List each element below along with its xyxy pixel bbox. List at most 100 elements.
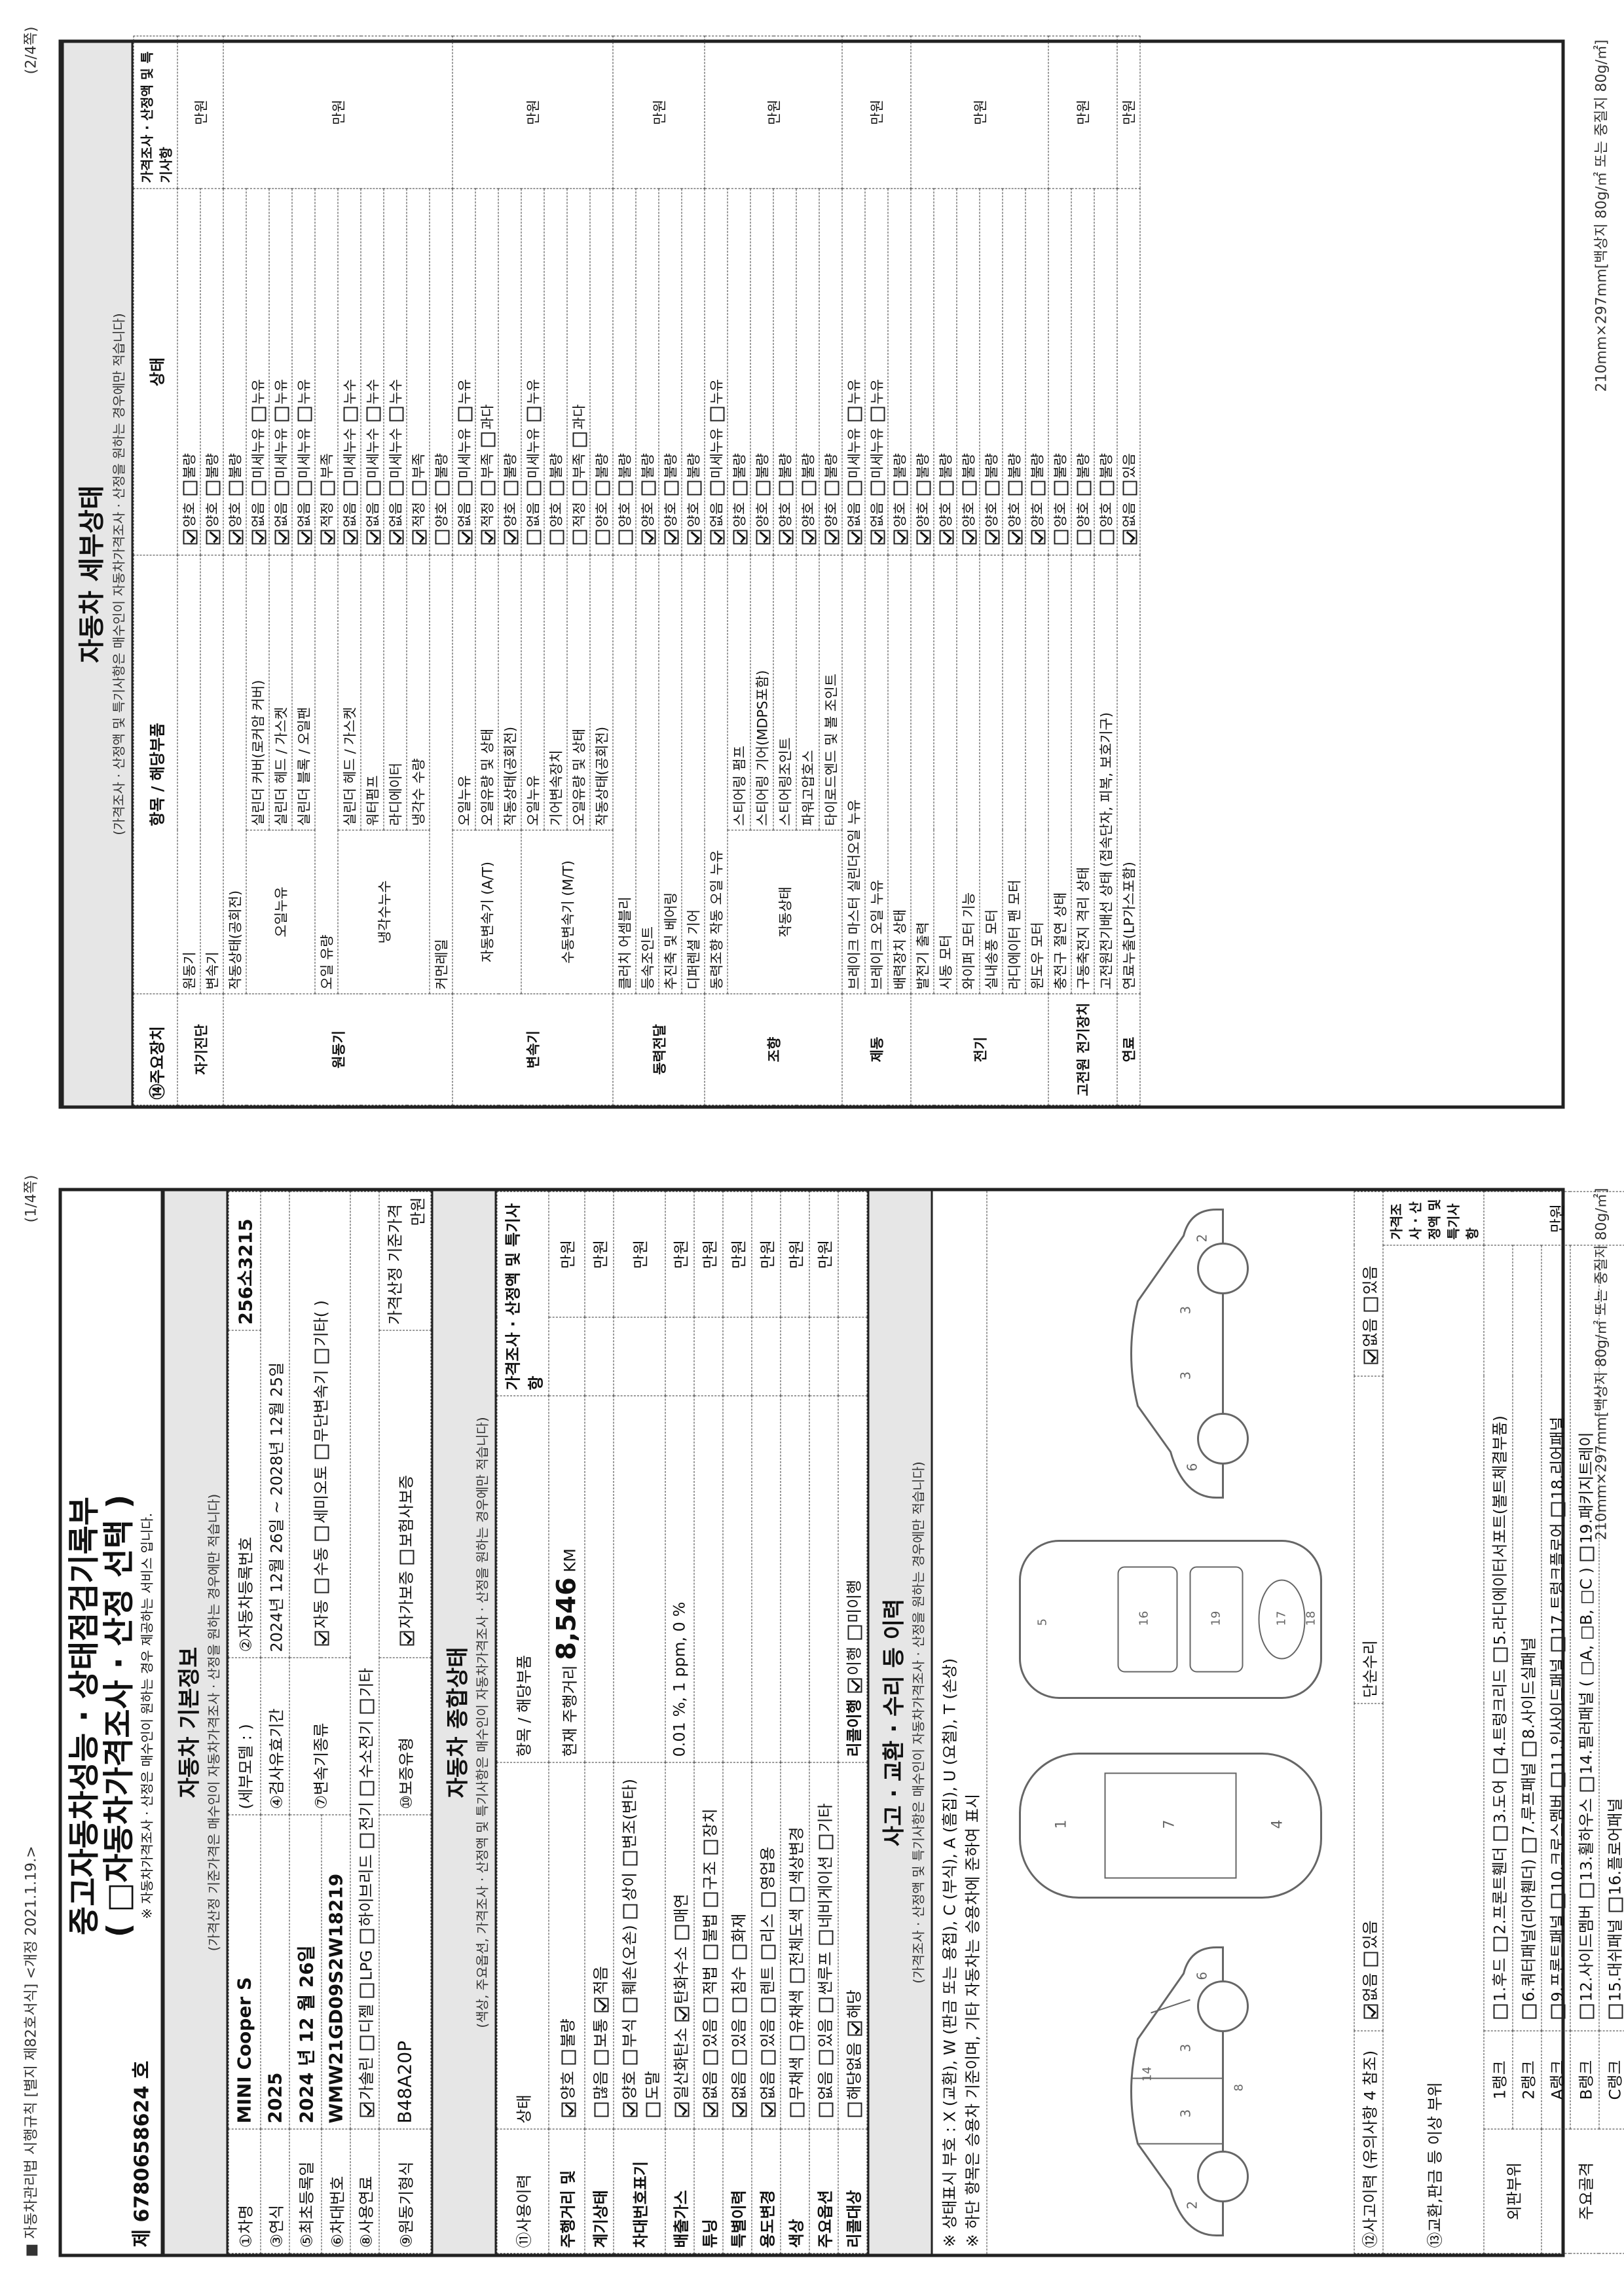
checkbox[interactable] (1031, 481, 1046, 496)
checkbox[interactable] (458, 530, 473, 545)
checkbox[interactable] (1031, 530, 1046, 545)
checkbox[interactable] (572, 530, 587, 545)
checkbox[interactable] (1122, 481, 1137, 496)
checkbox[interactable] (847, 530, 862, 545)
checkbox[interactable] (572, 432, 587, 447)
checkbox[interactable] (847, 407, 862, 422)
checkbox[interactable] (1551, 1772, 1566, 1787)
checkbox[interactable] (297, 530, 312, 545)
checkbox[interactable] (1363, 1349, 1378, 1364)
checkbox[interactable] (1493, 2004, 1508, 2019)
checkbox[interactable] (819, 1930, 834, 1945)
checkbox[interactable] (526, 530, 542, 545)
checkbox[interactable] (703, 2050, 718, 2065)
checkbox[interactable] (893, 481, 908, 496)
checkbox[interactable] (1493, 1826, 1508, 1841)
checkbox[interactable] (360, 2102, 375, 2117)
checkbox[interactable] (1054, 530, 1069, 545)
checkbox[interactable] (756, 530, 771, 545)
checkbox[interactable] (939, 530, 954, 545)
checkbox[interactable] (251, 407, 267, 422)
checkbox[interactable] (360, 1929, 375, 1944)
checkbox[interactable] (314, 1631, 329, 1646)
checkbox[interactable] (297, 481, 312, 496)
checkbox[interactable] (623, 1851, 638, 1866)
checkbox[interactable] (1551, 1502, 1566, 1517)
checkbox[interactable] (761, 1997, 776, 2013)
checkbox[interactable] (847, 2102, 862, 2117)
checkbox[interactable] (594, 1997, 609, 2013)
checkbox[interactable] (481, 530, 496, 545)
checkbox[interactable] (595, 481, 610, 496)
checkbox[interactable] (320, 481, 335, 496)
checkbox[interactable] (1551, 1893, 1566, 1908)
checkbox[interactable] (314, 1526, 329, 1541)
checkbox[interactable] (790, 2102, 805, 2117)
checkbox[interactable] (732, 1944, 747, 1959)
checkbox[interactable] (623, 1904, 638, 1919)
checkbox[interactable] (251, 530, 267, 545)
checkbox[interactable] (1608, 1898, 1623, 1912)
checkbox[interactable] (549, 481, 564, 496)
checkbox[interactable] (732, 2050, 747, 2065)
checkbox[interactable] (962, 530, 977, 545)
checkbox[interactable] (790, 1887, 805, 1902)
checkbox[interactable] (389, 530, 404, 545)
checkbox[interactable] (1551, 2004, 1566, 2019)
checkbox[interactable] (847, 1678, 862, 1693)
checkbox[interactable] (343, 481, 358, 496)
checkbox[interactable] (366, 481, 381, 496)
checkbox[interactable] (526, 407, 542, 422)
checkbox[interactable] (389, 407, 404, 422)
checkbox[interactable] (594, 2102, 609, 2117)
checkbox[interactable] (594, 2050, 609, 2065)
checkbox[interactable] (1099, 530, 1115, 545)
checkbox[interactable] (1363, 1952, 1378, 1967)
checkbox[interactable] (819, 2102, 834, 2117)
checkbox[interactable] (399, 1550, 415, 1565)
checkbox[interactable] (206, 481, 221, 496)
checkbox[interactable] (1099, 481, 1115, 496)
checkbox[interactable] (870, 481, 885, 496)
checkbox[interactable] (572, 481, 587, 496)
checkbox[interactable] (710, 481, 725, 496)
checkbox[interactable] (561, 2050, 576, 2065)
checkbox[interactable] (790, 1969, 805, 1983)
checkbox[interactable] (412, 481, 427, 496)
checkbox[interactable] (1363, 1297, 1378, 1312)
checkbox[interactable] (802, 530, 817, 545)
checkbox[interactable] (732, 2102, 747, 2117)
checkbox[interactable] (761, 1892, 776, 1907)
checkbox[interactable] (674, 2007, 690, 2022)
checkbox[interactable] (314, 1578, 329, 1594)
checkbox[interactable] (703, 1997, 718, 2013)
checkbox[interactable] (623, 2050, 638, 2065)
checkbox[interactable] (481, 432, 496, 447)
checkbox[interactable] (703, 1892, 718, 1907)
checkbox[interactable] (623, 1997, 638, 2013)
checkbox[interactable] (641, 481, 656, 496)
checkbox[interactable] (733, 481, 748, 496)
checkbox[interactable] (732, 1997, 747, 2013)
checkbox[interactable] (1493, 1647, 1508, 1662)
checkbox[interactable] (1008, 481, 1023, 496)
checkbox[interactable] (790, 2035, 805, 2050)
checkbox[interactable] (802, 481, 817, 496)
checkbox[interactable] (779, 481, 794, 496)
checkbox[interactable] (183, 481, 198, 496)
checkbox[interactable] (1054, 481, 1069, 496)
checkbox[interactable] (595, 530, 610, 545)
checkbox[interactable] (314, 1349, 329, 1364)
checkbox[interactable] (1579, 1777, 1595, 1792)
checkbox[interactable] (703, 2102, 718, 2117)
checkbox[interactable] (1608, 2004, 1623, 2019)
checkbox[interactable] (274, 530, 289, 545)
checkbox[interactable] (847, 1626, 862, 1640)
checkbox[interactable] (1122, 530, 1137, 545)
checkbox[interactable] (458, 407, 473, 422)
checkbox[interactable] (314, 1444, 329, 1459)
checkbox[interactable] (962, 481, 977, 496)
checkbox[interactable] (504, 530, 519, 545)
checkbox[interactable] (916, 481, 931, 496)
checkbox[interactable] (710, 407, 725, 422)
